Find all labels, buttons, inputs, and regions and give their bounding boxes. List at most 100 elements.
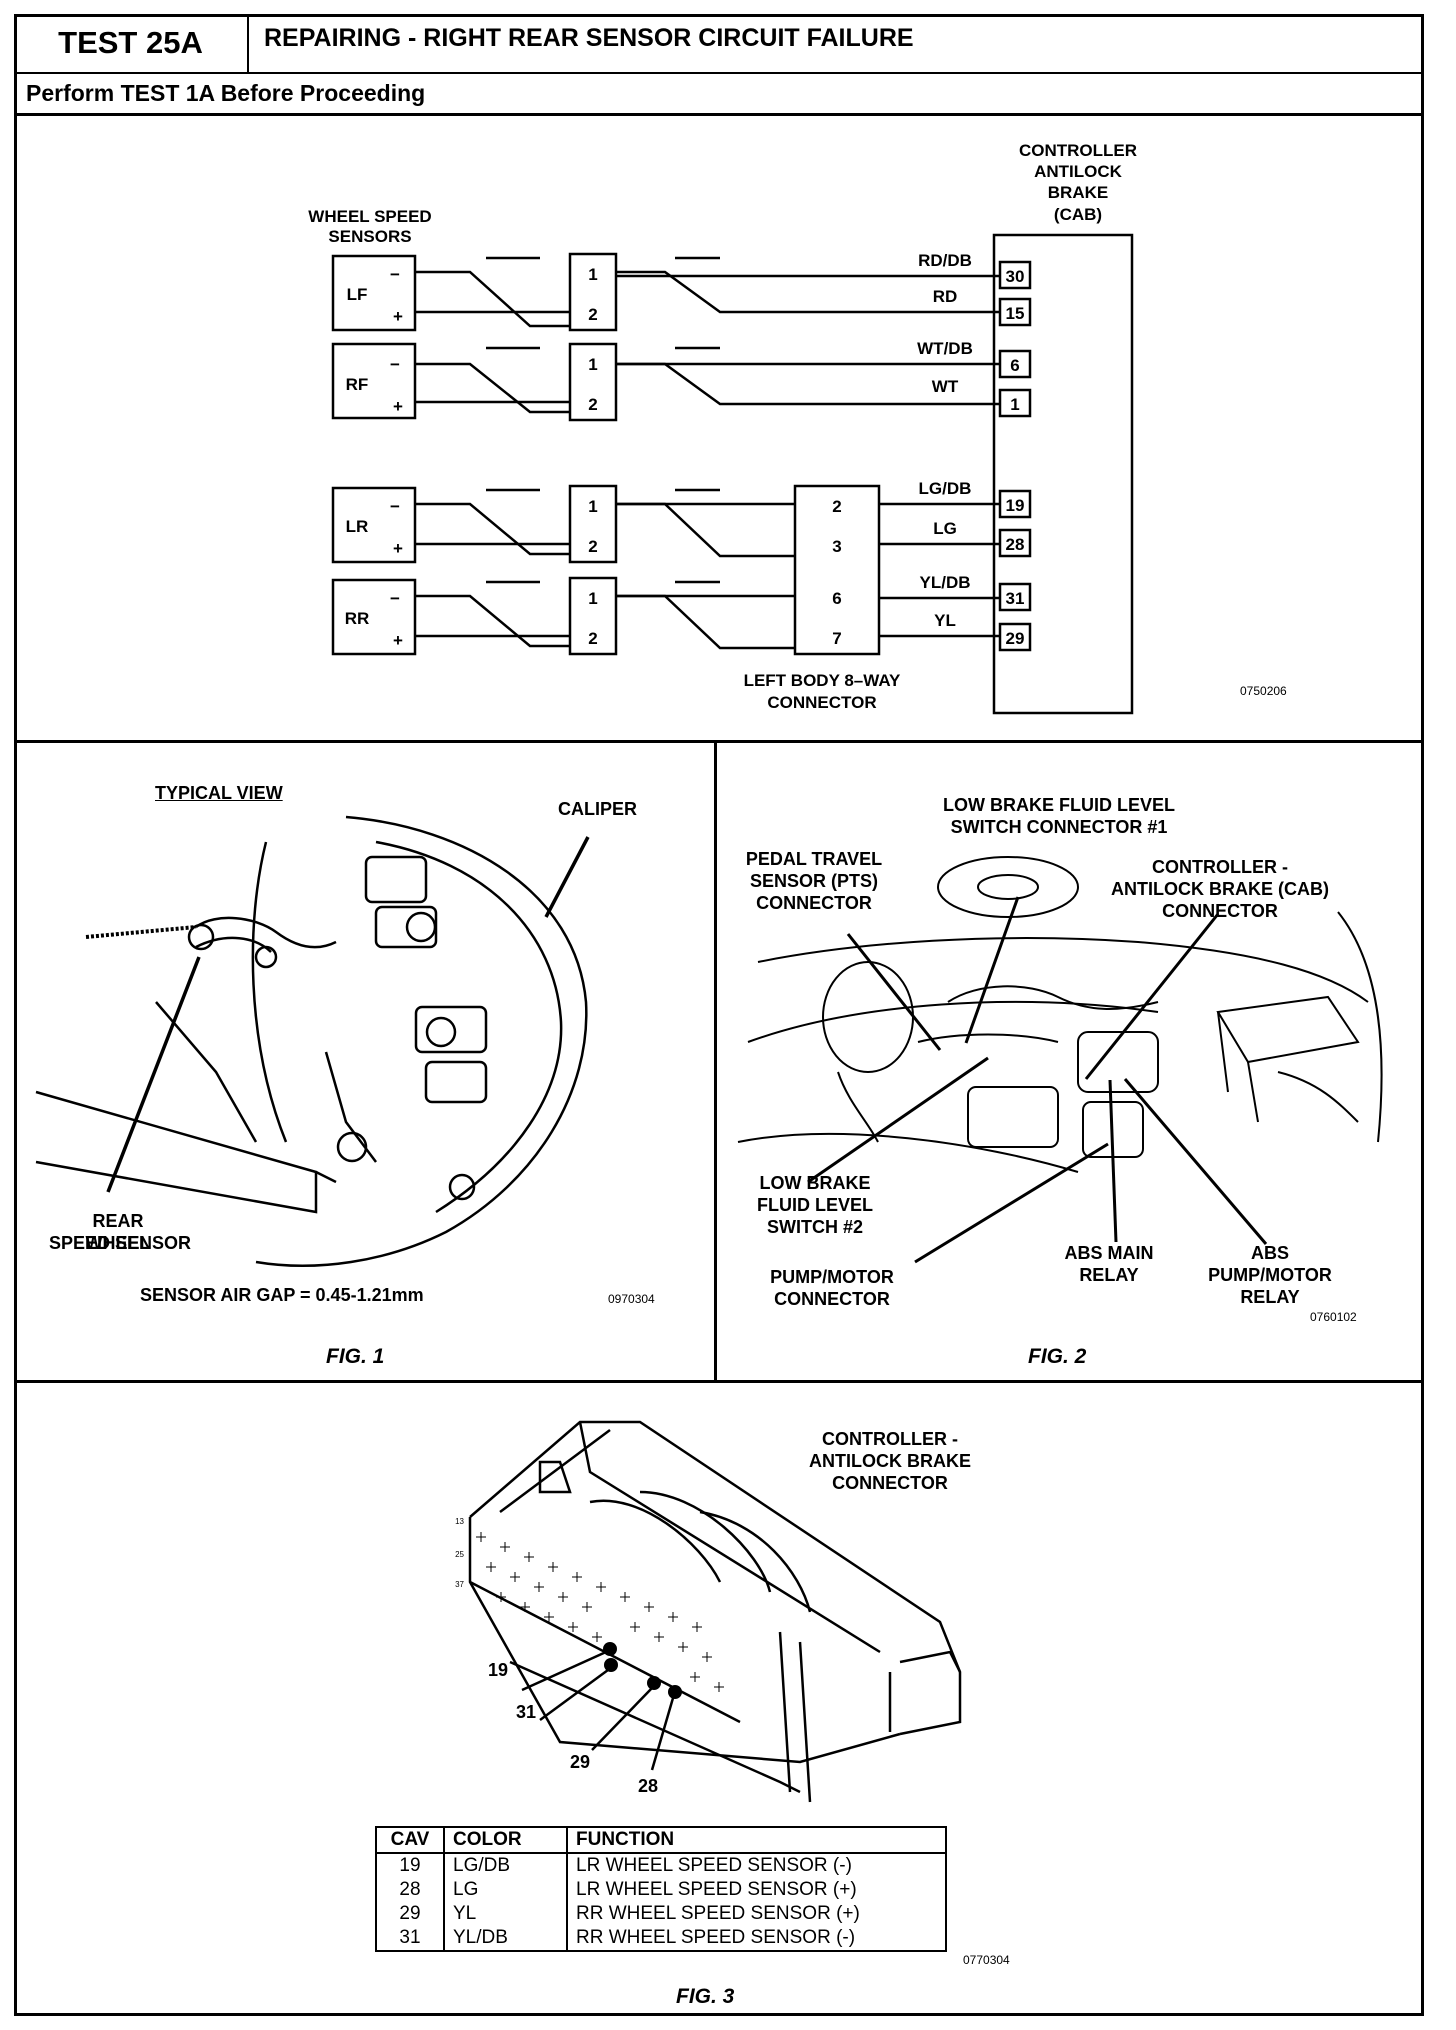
- wire-color-lg-db: LG/DB: [919, 479, 972, 498]
- fig2-lbf2-line3: SWITCH #2: [766, 1217, 863, 1237]
- fig1-typical-view-label: TYPICAL VIEW: [155, 783, 283, 803]
- fig2-lbf1-line2: SWITCH CONNECTOR #1: [950, 817, 1168, 837]
- fig2-pump-relay-line1: ABS: [1250, 1243, 1289, 1263]
- sensor-box-lf: [331, 254, 417, 332]
- svg-text:1: 1: [588, 497, 597, 516]
- svg-text:−: −: [390, 355, 400, 374]
- fig2-illustration: [737, 856, 1383, 1264]
- table-row: 31 YL/DB RR WHEEL SPEED SENSOR (-): [376, 1926, 946, 1951]
- svg-text:−: −: [390, 265, 400, 284]
- wiring-figure-code: 0750206: [1240, 684, 1287, 698]
- svg-text:−: −: [390, 497, 400, 516]
- col-header-color: COLOR: [444, 1827, 568, 1854]
- cab-pin-15: 15: [1006, 304, 1025, 323]
- fig2-caption: FIG. 2: [1028, 1345, 1087, 1368]
- svg-text:2: 2: [588, 537, 597, 556]
- wire-color-yl-db: YL/DB: [920, 573, 971, 592]
- wire-color-wt-db: WT/DB: [917, 339, 973, 358]
- sensor-lr-label: LR: [346, 517, 369, 536]
- fig1-caliper-label: CALIPER: [558, 799, 638, 819]
- fig3-cavity-31: 31: [516, 1702, 536, 1722]
- wire-color-rd: RD: [933, 287, 958, 306]
- body-connector-label-line1: LEFT BODY 8–WAY: [744, 671, 901, 690]
- svg-text:13: 13: [455, 1517, 464, 1526]
- wire-color-wt: WT: [932, 377, 959, 396]
- fig2-code: 0760102: [1310, 1310, 1357, 1324]
- svg-text:−: −: [390, 589, 400, 608]
- body-pin-lr-neg: 2: [832, 497, 841, 516]
- fig2-lbf2-line2: FLUID LEVEL: [757, 1195, 873, 1215]
- fig2-cab-line1: CONTROLLER -: [1152, 857, 1288, 877]
- fig2-lbf1-line1: LOW BRAKE FLUID LEVEL: [943, 795, 1175, 815]
- sensor-box-rf: [331, 342, 417, 420]
- fig2-cab-line3: CONNECTOR: [1162, 901, 1278, 921]
- wire-color-lg: LG: [933, 519, 957, 538]
- fig2-cab-line2: ANTILOCK BRAKE (CAB): [1111, 879, 1329, 899]
- fig2-pts-line2: SENSOR (PTS): [749, 871, 878, 891]
- svg-text:1: 1: [588, 355, 597, 374]
- fig1-sensor-label-line2: SPEED SENSOR: [48, 1233, 192, 1253]
- sensor-rf-label: RF: [346, 375, 369, 394]
- sensor-box-rr: [331, 578, 417, 656]
- table-row: 28 LG LR WHEEL SPEED SENSOR (+): [376, 1878, 946, 1902]
- cab-title-line3: BRAKE: [1048, 183, 1108, 202]
- fig2-main-relay-line2: RELAY: [1079, 1265, 1139, 1285]
- svg-text:1: 1: [588, 265, 597, 284]
- fig3-title-line1: CONTROLLER -: [822, 1429, 958, 1449]
- sensors-title-line1: WHEEL SPEED: [308, 207, 431, 226]
- svg-text:2: 2: [588, 305, 597, 324]
- svg-text:2: 2: [588, 629, 597, 648]
- fig3-title-line3: CONNECTOR: [832, 1473, 948, 1493]
- wire-color-rd-db: RD/DB: [918, 251, 972, 270]
- fig2-pump-line1: PUMP/MOTOR: [770, 1267, 894, 1287]
- fig1-illustration: [35, 815, 590, 1267]
- wire-color-yl: YL: [934, 611, 956, 630]
- test-title: REPAIRING - RIGHT REAR SENSOR CIRCUIT FA…: [264, 24, 914, 52]
- cavity-table-header: CAV COLOR FUNCTION: [376, 1827, 946, 1854]
- fig3-cavity-19: 19: [488, 1660, 508, 1680]
- cab-pin-28: 28: [1006, 535, 1025, 554]
- inline-connector-lr: [568, 484, 618, 564]
- col-header-function: FUNCTION: [567, 1827, 946, 1854]
- prerequisite-text: Perform TEST 1A Before Proceeding: [26, 80, 426, 106]
- fig3-cavity-29: 29: [570, 1752, 590, 1772]
- sensor-box-lr: [331, 486, 417, 564]
- sensor-rr-label: RR: [345, 609, 370, 628]
- fig2-pts-line3: CONNECTOR: [756, 893, 872, 913]
- prerequisite-row: Perform TEST 1A Before Proceeding: [14, 74, 1424, 116]
- cavity-table: CAV COLOR FUNCTION 19 LG/DB LR WHEEL SPE…: [375, 1826, 947, 1952]
- fig3-caption: FIG. 3: [676, 1985, 735, 2008]
- test-id: TEST 25A: [14, 14, 249, 72]
- cab-title-line4: (CAB): [1054, 205, 1102, 224]
- body-connector-box: [793, 484, 881, 656]
- fig3-code: 0770304: [963, 1953, 1010, 1967]
- cab-pin-6: 6: [1010, 356, 1019, 375]
- fig2-pump-line2: CONNECTOR: [774, 1289, 890, 1309]
- svg-text:2: 2: [588, 395, 597, 414]
- cab-box: [992, 233, 1134, 715]
- svg-text:1: 1: [588, 589, 597, 608]
- fig2-lbf2-line1: LOW BRAKE: [759, 1173, 871, 1193]
- divider-fig1-fig2: [714, 740, 717, 1380]
- inline-connector-rr: [568, 576, 618, 656]
- inline-connector-rf: [568, 342, 618, 422]
- svg-text:+: +: [393, 307, 403, 326]
- svg-text:+: +: [393, 539, 403, 558]
- fig2-pump-relay-line3: RELAY: [1240, 1287, 1300, 1307]
- header-row: TEST 25A REPAIRING - RIGHT REAR SENSOR C…: [14, 14, 1424, 74]
- svg-text:25: 25: [455, 1550, 464, 1559]
- cab-pin-31: 31: [1006, 589, 1025, 608]
- svg-text:+: +: [393, 397, 403, 416]
- svg-text:37: 37: [455, 1580, 464, 1589]
- cab-pin-29: 29: [1006, 629, 1025, 648]
- sensor-lf-label: LF: [347, 285, 368, 304]
- inline-connector-lf: [568, 252, 618, 332]
- divider-wiring-bottom: [14, 740, 1424, 743]
- table-row: 29 YL RR WHEEL SPEED SENSOR (+): [376, 1902, 946, 1926]
- fig1-code: 0970304: [608, 1292, 655, 1306]
- fig3-title-line2: ANTILOCK BRAKE: [809, 1451, 971, 1471]
- sensors-title-line2: SENSORS: [328, 227, 411, 246]
- fig3-cavity-28: 28: [638, 1776, 658, 1796]
- fig2-main-relay-line1: ABS MAIN: [1064, 1243, 1154, 1263]
- cab-title-line2: ANTILOCK: [1034, 162, 1123, 181]
